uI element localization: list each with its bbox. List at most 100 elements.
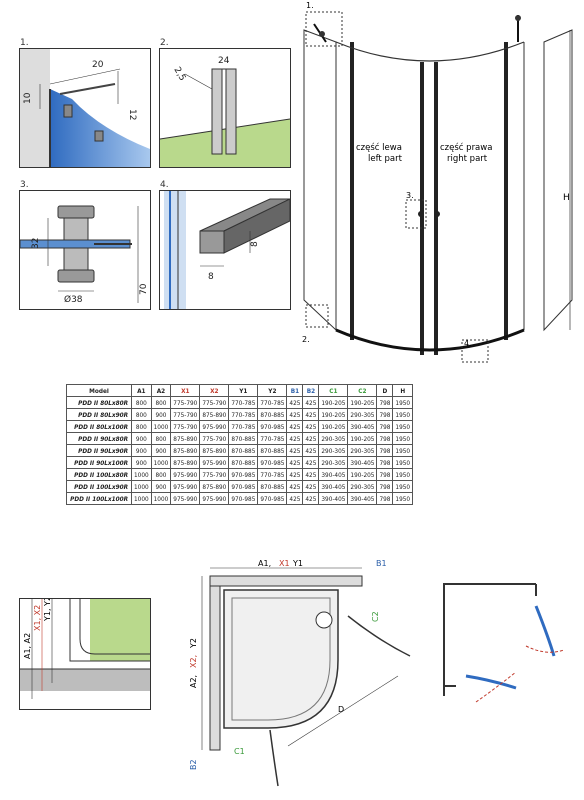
table-header: X1: [170, 384, 201, 397]
table-cell: 190-205: [347, 468, 378, 481]
table-cell: 1950: [392, 444, 414, 457]
plan-label-a2: A2,: [189, 675, 198, 688]
table-cell: 798: [376, 480, 394, 493]
front-view-drawing: H 1. 2. 3. 4. część lewa left part część…: [302, 1, 573, 363]
table-cell: 775-790: [170, 408, 201, 421]
table-header: X2: [199, 384, 230, 397]
table-header: Y1: [228, 384, 259, 397]
table-cell: 425: [302, 444, 320, 457]
table-cell: 1950: [392, 480, 414, 493]
table-cell: 290-305: [347, 480, 378, 493]
table-cell: 775-790: [170, 396, 201, 409]
table-cell: 425: [286, 432, 304, 445]
section-detail-drawing: A1, A2 X1, X2 Y1, Y2: [20, 599, 150, 699]
table-cell-model: PDD II 80Lx90R: [66, 408, 132, 421]
table-cell: 975-990: [199, 456, 230, 469]
table-cell: 770-785: [257, 432, 288, 445]
plan-label-b1: B1: [376, 560, 387, 568]
plan-view-drawing: A1, X1 Y1 B1 A2, X2, Y2 B2 C1 C2 D: [189, 560, 411, 787]
table-cell: 190-205: [347, 432, 378, 445]
table-cell: 290-305: [347, 408, 378, 421]
detail-3-dim-38: Ø38: [64, 294, 83, 305]
detail-2-panel: 2,5 24: [159, 48, 291, 168]
plan-label-x1: X1: [279, 560, 290, 568]
detail-3-dim-70: 70: [139, 283, 149, 295]
table-cell: 975-990: [170, 492, 201, 505]
table-cell: 798: [376, 492, 394, 505]
table-cell: 425: [286, 480, 304, 493]
table-cell: 970-985: [257, 456, 288, 469]
table-cell: 1000: [150, 492, 172, 505]
table-cell-model: PDD II 90Lx100R: [66, 456, 132, 469]
table-cell: 798: [376, 420, 394, 433]
dimensions-table: Model A1 A2 X1 X2 Y1 Y2 B1 B2 C1 C2 D H …: [66, 384, 414, 505]
table-cell: 1950: [392, 456, 414, 469]
table-cell: 775-790: [199, 468, 230, 481]
table-cell: 390-405: [318, 480, 349, 493]
table-cell: 800: [150, 432, 172, 445]
table-cell: 800: [131, 408, 152, 421]
table-cell-model: PDD II 80Lx100R: [66, 420, 132, 433]
detail-2-number: 2.: [160, 38, 169, 48]
table-header: D: [376, 384, 394, 397]
table-cell: 900: [150, 444, 172, 457]
left-part-label-en: left part: [368, 154, 403, 164]
table-cell: 1000: [150, 420, 172, 433]
detail-1-dim-10: 10: [23, 92, 33, 104]
table-cell: 970-985: [228, 492, 259, 505]
table-header-row: Model A1 A2 X1 X2 Y1 Y2 B1 B2 C1 C2 D H: [66, 384, 414, 397]
table-cell: 875-890: [170, 444, 201, 457]
table-cell: 390-405: [318, 492, 349, 505]
table-cell: 1000: [131, 468, 152, 481]
detail-3-panel: 32 Ø38 70: [19, 190, 151, 310]
table-cell: 390-405: [347, 420, 378, 433]
table-cell: 425: [286, 396, 304, 409]
table-cell-model: PDD II 100Lx100R: [66, 492, 132, 505]
table-cell: 798: [376, 408, 394, 421]
table-cell: 190-205: [318, 408, 349, 421]
table-cell: 1950: [392, 408, 414, 421]
table-cell: 798: [376, 456, 394, 469]
table-cell: 425: [286, 408, 304, 421]
table-cell: 900: [131, 444, 152, 457]
table-cell: 425: [302, 396, 320, 409]
plan-label-y1: Y1: [292, 560, 303, 568]
table-cell: 775-790: [199, 432, 230, 445]
table-cell: 390-405: [347, 456, 378, 469]
plan-label-c1: C1: [234, 747, 245, 756]
detail-4-dim-height: 8: [250, 241, 260, 247]
table-cell: 800: [131, 396, 152, 409]
plan-label-c2: C2: [371, 611, 380, 622]
detail-4-dim-width: 8: [208, 272, 214, 282]
table-cell: 875-890: [199, 444, 230, 457]
table-cell: 425: [286, 420, 304, 433]
table-cell: 290-305: [347, 444, 378, 457]
table-header: Y2: [257, 384, 288, 397]
table-cell: 1950: [392, 432, 414, 445]
detail-4-drawing: 8 8: [164, 191, 290, 309]
table-cell-model: PDD II 90Lx90R: [66, 444, 132, 457]
table-cell: 900: [131, 432, 152, 445]
table-cell: 875-890: [170, 456, 201, 469]
table-cell: 770-785: [257, 468, 288, 481]
section-label-x: X1, X2: [33, 605, 42, 631]
table-cell: 770-785: [228, 396, 259, 409]
detail-4-panel: 8 8: [159, 190, 291, 310]
table-cell: 1950: [392, 492, 414, 505]
table-cell: 875-890: [170, 432, 201, 445]
table-cell: 425: [302, 432, 320, 445]
plan-label-d: D: [338, 705, 344, 714]
table-cell-model: PDD II 90Lx80R: [66, 432, 132, 445]
table-cell: 798: [376, 396, 394, 409]
table-cell: 775-790: [170, 420, 201, 433]
right-part-label-pl: część prawa: [440, 142, 492, 153]
table-cell: 900: [150, 480, 172, 493]
table-cell: 1000: [131, 492, 152, 505]
detail-1-dim-20: 20: [92, 60, 104, 70]
table-header: C1: [318, 384, 349, 397]
